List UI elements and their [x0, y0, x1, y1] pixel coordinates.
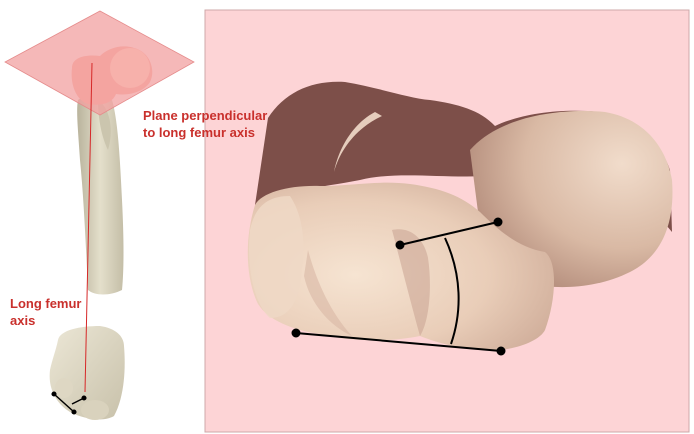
measurement-point	[397, 242, 404, 249]
distal-condyle	[81, 400, 109, 420]
plane-annotation-line-2: to long femur axis	[143, 124, 267, 141]
measurement-point	[495, 219, 502, 226]
measurement-point	[498, 348, 505, 355]
axis-annotation: Long femur axis	[10, 295, 82, 329]
enlarged-view-panel	[205, 10, 689, 432]
measurement-point	[293, 330, 300, 337]
femur-shaft	[77, 96, 123, 294]
axis-annotation-line-1: Long femur	[10, 295, 82, 312]
axis-annotation-line-2: axis	[10, 312, 82, 329]
whole-femur-model	[5, 11, 194, 420]
distal-condyle	[55, 378, 73, 398]
plane-annotation: Plane perpendicular to long femur axis	[143, 107, 267, 141]
plane-annotation-line-1: Plane perpendicular	[143, 107, 267, 124]
